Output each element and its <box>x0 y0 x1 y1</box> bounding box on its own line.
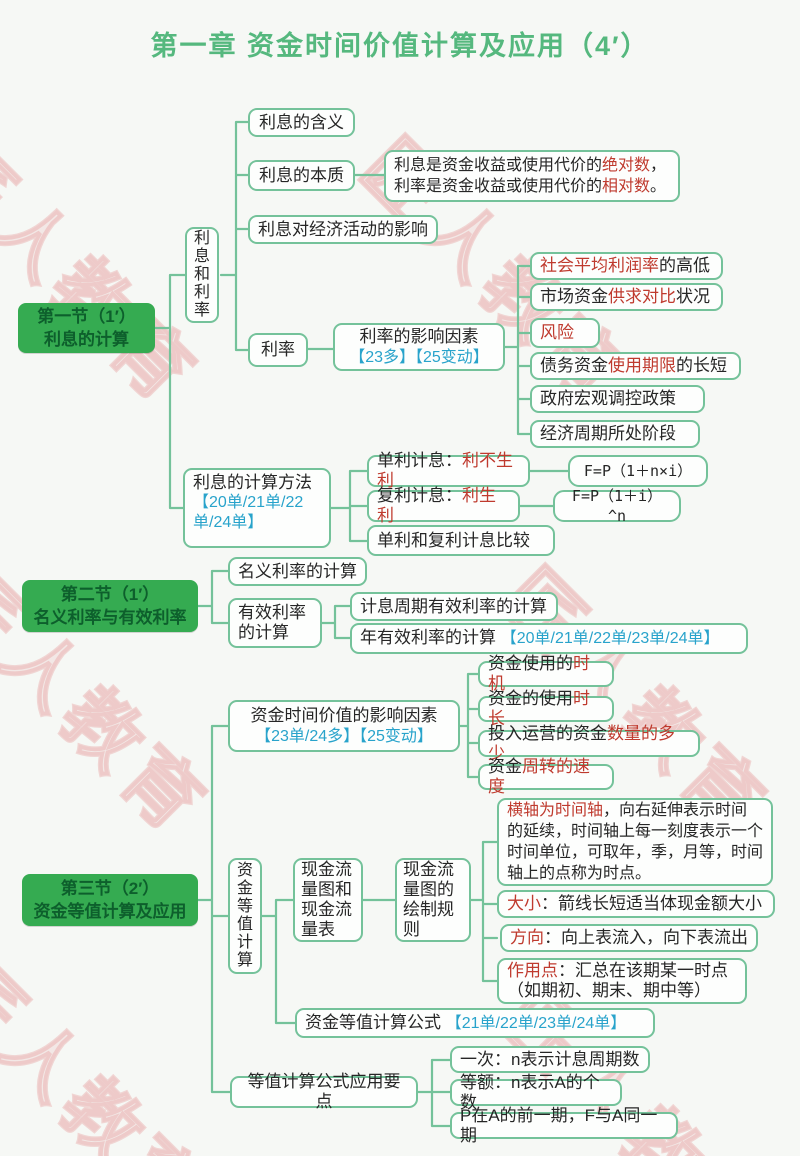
node-drawing-rules: 现金流量图的绘制规则 <box>395 858 471 942</box>
section1-heading: 第一节（1′） 利息的计算 <box>18 303 155 353</box>
node-period-effective-rate: 计息周期有效利率的计算 <box>350 592 558 621</box>
node-interest-meaning: 利息的含义 <box>248 108 355 137</box>
node-key-points-heading: 等值计算公式应用要点 <box>230 1072 418 1111</box>
node-equivalence-formula: 资金等值计算公式 【21单/22单/23单/24单】 <box>295 1008 655 1038</box>
node-rule-axis: 横轴为时间轴，向右延伸表示时间的延续，时间轴上每一刻度表示一个时间单位，可取年，… <box>497 798 773 886</box>
node-rate-factor-6: 经济周期所处阶段 <box>530 420 700 448</box>
node-value-factor-3: 投入运营的资金数量的多少 <box>478 724 700 763</box>
node-compound-formula: F=P（1＋i）^n <box>553 487 681 525</box>
node-interest-rate: 利率 <box>248 333 308 367</box>
node-calc-method: 利息的计算方法 【20单/21单/22单/24单】 <box>183 468 331 548</box>
node-economic-impact: 利息对经济活动的影响 <box>248 215 438 244</box>
node-rate-factor-2: 市场资金供求对比状况 <box>530 283 723 311</box>
node-value-factor-4: 资金周转的速度 <box>478 757 614 796</box>
node-rule-direction: 方向：向上表流入，向下表流出 <box>500 924 758 952</box>
node-rate-factor-1: 社会平均利润率的高低 <box>530 252 723 280</box>
node-rule-point: 作用点：汇总在该期某一时点（如期初、期末、期中等） <box>497 958 747 1004</box>
node-cashflow-diagram: 现金流量图和现金流量表 <box>293 858 363 942</box>
section1-heading-line2: 利息的计算 <box>44 330 129 349</box>
node-rate-factors-heading: 利率的影响因素 【23多】【25变动】 <box>333 323 505 371</box>
node-value-factor-2: 资金的使用时长 <box>478 689 614 728</box>
section3-heading-line1: 第三节（2′） <box>60 879 160 898</box>
node-value-factor-1: 资金使用的时机 <box>478 654 614 693</box>
node-nominal-rate: 名义利率的计算 <box>228 557 367 586</box>
section2-heading: 第二节（1′） 名义利率与有效利率 <box>22 580 198 632</box>
node-simple-interest: 单利计息：利不生利 <box>367 451 530 490</box>
node-interest-and-rate: 利息和利率 <box>185 227 219 323</box>
node-key-point-2: 等额：n表示A的个数 <box>450 1073 622 1112</box>
node-effective-rate: 有效利率的计算 <box>228 598 322 648</box>
node-rule-size: 大小：箭线长短适当体现金额大小 <box>497 890 775 918</box>
node-essence-note: 利息是资金收益或使用代价的绝对数， 利率是资金收益或使用代价的相对数。 <box>384 150 680 202</box>
node-simple-formula: F=P（1＋n×i） <box>568 455 708 487</box>
section3-heading: 第三节（2′） 资金等值计算及应用 <box>22 874 198 926</box>
page-title: 第一章 资金时间价值计算及应用（4′） <box>150 31 650 61</box>
node-rate-factor-4: 债务资金使用期限的长短 <box>530 352 741 380</box>
section2-heading-line2: 名义利率与有效利率 <box>33 608 187 627</box>
node-interest-comparison: 单利和复利计息比较 <box>367 525 555 556</box>
node-annual-effective-rate: 年有效利率的计算 【20单/21单/22单/23单/24单】 <box>350 623 748 654</box>
node-key-point-1: 一次：n表示计息周期数 <box>450 1046 650 1073</box>
node-rate-factor-3: 风险 <box>530 318 600 348</box>
watermark: 匠人教育 <box>0 943 225 1156</box>
node-interest-essence: 利息的本质 <box>248 160 355 191</box>
node-compound-interest: 复利计息：利生利 <box>367 486 520 525</box>
section2-heading-line1: 第二节（1′） <box>60 585 160 604</box>
node-key-point-3: P在A的前一期，F与A同一期 <box>450 1106 678 1145</box>
node-equivalence-calc: 资金等值计算 <box>228 858 262 974</box>
section3-heading-line2: 资金等值计算及应用 <box>33 902 187 921</box>
node-value-factors-heading: 资金时间价值的影响因素 【23单/24多】【25变动】 <box>228 700 460 752</box>
section1-heading-line1: 第一节（1′） <box>37 307 136 326</box>
node-rate-factor-5: 政府宏观调控政策 <box>530 385 705 413</box>
